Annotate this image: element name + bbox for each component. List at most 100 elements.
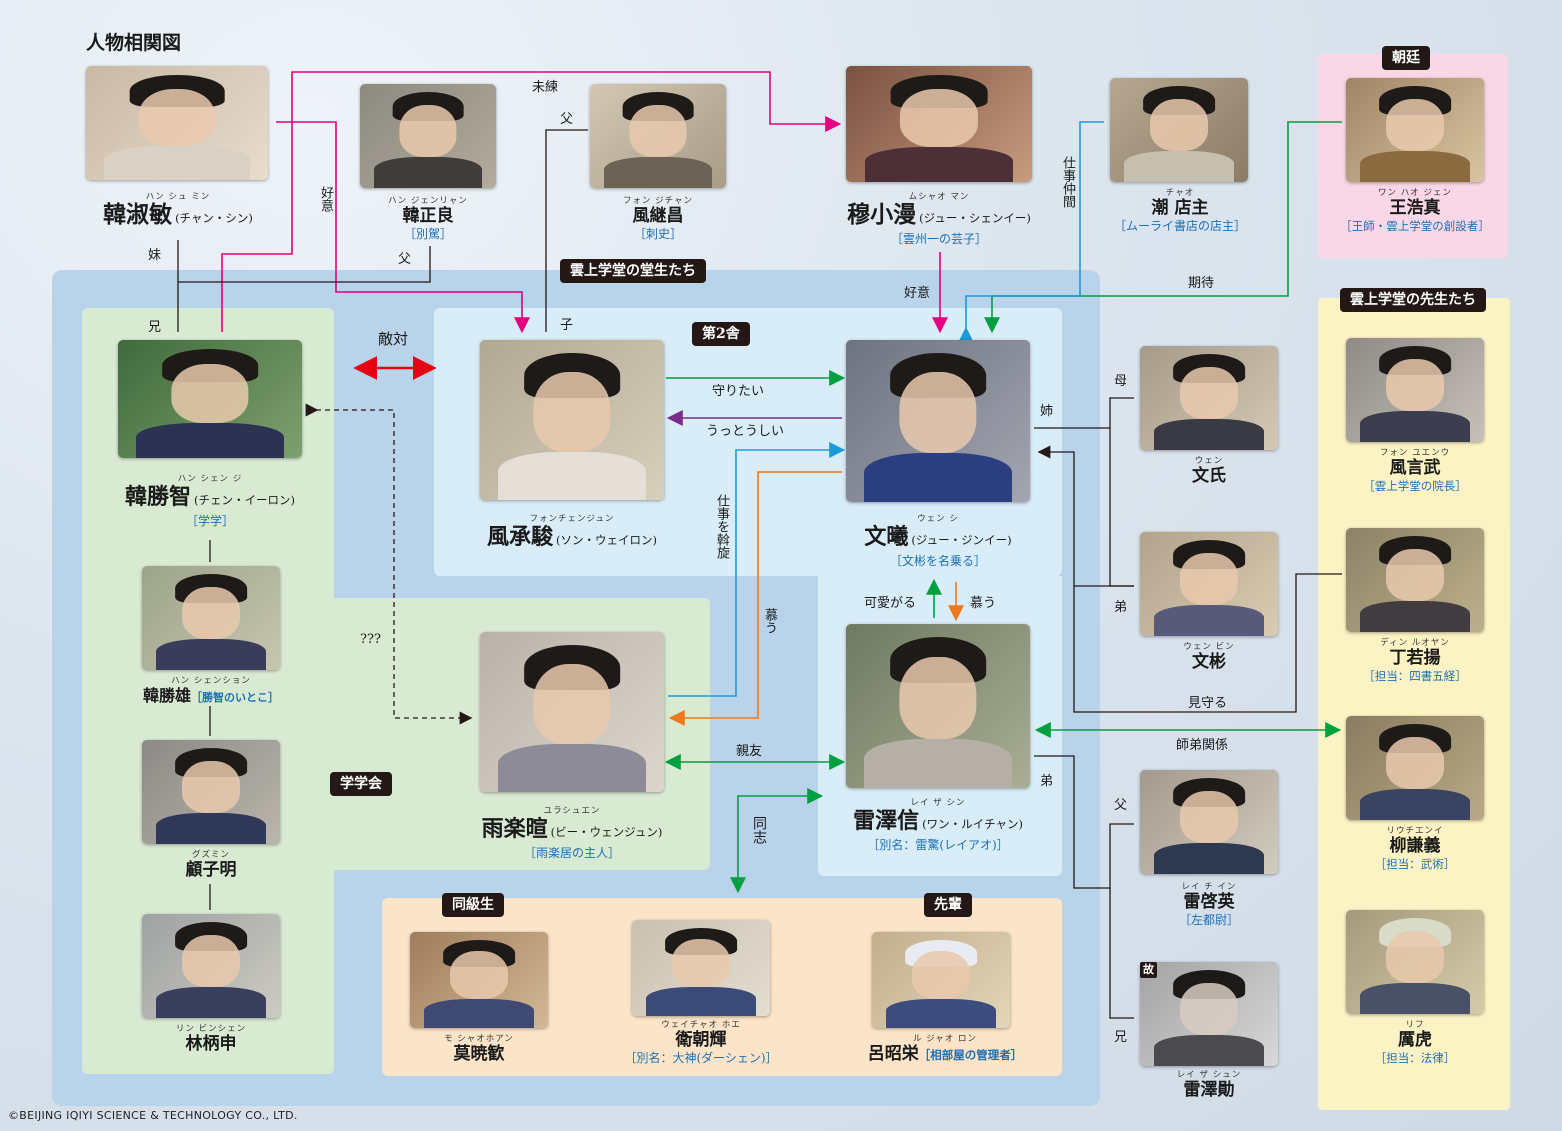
classmates-group-label: 同級生 — [442, 893, 504, 917]
ruby: リウチエンイ — [1386, 826, 1444, 836]
portrait-wen-shi — [1140, 346, 1278, 450]
ruby: ウェイチャオ ホエ — [661, 1020, 741, 1030]
portrait-wen-xi — [846, 340, 1030, 502]
deceased-mark: 故 — [1140, 962, 1157, 978]
ruby: ハン シェンション — [171, 676, 251, 686]
portrait-mo-xiaohuan — [410, 932, 548, 1028]
character-name: 柳謙義 — [1389, 836, 1441, 856]
rel-son: 子 — [560, 318, 574, 333]
line-fengchengjun-muxiaoman — [221, 71, 842, 332]
portrait-han-shengxiong — [142, 566, 280, 670]
character-name: 呂昭栄 — [867, 1044, 919, 1064]
line-father-hanzhengliang — [178, 246, 431, 283]
name-ding-ruoyang: ディン ルオヤン 丁若揚 ［担当：四書五経］ — [1330, 638, 1500, 684]
character-name: 韓正良 — [402, 206, 454, 226]
portrait-li-hu — [1346, 910, 1484, 1014]
name-lei-zexun: レイ ザ シュン 雷澤勛 — [1140, 1070, 1278, 1100]
ruby: リン ビンシェン — [175, 1024, 247, 1034]
character-name: 文氏 — [1192, 466, 1226, 486]
actor-name: (ジュー・シェンイー) — [919, 211, 1031, 225]
portrait-han-zhengliang — [360, 84, 496, 188]
rel-father: 父 — [398, 252, 412, 267]
name-lei-qiying: レイ チ イン 雷啓英 ［左都尉］ — [1140, 882, 1278, 928]
rel-rival: 敵対 — [378, 330, 409, 348]
copyright: ©BEIJING IQIYI SCIENCE & TECHNOLOGY CO.,… — [8, 1109, 298, 1122]
rel-elder-brother2: 兄 — [1114, 1030, 1128, 1045]
students-group-label: 雲上学堂の堂生たち — [560, 259, 706, 283]
character-name: 文彬 — [1192, 652, 1226, 672]
role: ［ムーライ書店の店主］ — [1113, 219, 1246, 233]
name-feng-jichang: フォン ジチャン 風継昌 ［刺史］ — [590, 196, 726, 242]
name-wen-xi: ウェン シ 文曦(ジュー・ジンイー) ［文彬を名乗る］ — [828, 514, 1048, 569]
portrait-lei-qiying — [1140, 770, 1278, 874]
line-expect — [984, 121, 1342, 334]
rel-watch: 見守る — [1188, 696, 1228, 711]
ruby: チャオ — [1165, 188, 1195, 198]
ruby: レイ ザ シュン — [1176, 1070, 1242, 1080]
name-wang-haozhen: ワン ハオ ジェン 王浩真 ［王師・雲上学堂の創設者］ — [1322, 188, 1508, 234]
character-name: 潮 店主 — [1151, 198, 1209, 218]
character-name: 林柄申 — [185, 1034, 237, 1054]
role: ［担当：武術］ — [1374, 857, 1456, 871]
name-han-shumin: ハン シュ ミン 韓淑敏(チャン・シン) — [78, 192, 278, 231]
portrait-mu-xiaoman — [846, 66, 1032, 182]
court-group-label: 朝廷 — [1382, 46, 1430, 70]
character-name: 雷澤信 — [853, 808, 920, 834]
actor-name: (ソン・ウェイロン) — [556, 533, 657, 547]
ruby: フォンチェンジュン — [529, 514, 615, 524]
ruby: ムシャオ マン — [908, 192, 970, 202]
character-name: 韓勝雄 — [142, 686, 191, 705]
rel-best-friend: 親友 — [736, 744, 763, 759]
rel-unknown: ??? — [360, 632, 381, 647]
line-watch — [1073, 573, 1342, 713]
actor-name: (ワン・ルイチャン) — [922, 817, 1023, 831]
portrait-feng-chengjun — [480, 340, 664, 500]
rel-work-partner: 仕事仲間 — [1060, 156, 1075, 208]
line-wenxi-wenbin — [1109, 428, 1134, 587]
name-li-hu: リフ 厲虎 ［担当：法律］ — [1330, 1020, 1500, 1066]
portrait-han-shumin — [86, 66, 268, 180]
character-name: 文曦 — [864, 524, 909, 550]
line-mediate — [668, 442, 846, 697]
line-adore-yu — [668, 471, 842, 726]
portrait-liu-qianyi — [1346, 716, 1484, 820]
ruby: モ シャオホアン — [444, 1034, 514, 1044]
ruby: ハン シュ ミン — [145, 192, 211, 202]
gakugakukai-group-label: 学学会 — [330, 772, 392, 796]
character-name: 雨楽暄 — [481, 816, 548, 842]
role: ［別駕］ — [403, 227, 452, 241]
portrait-yu-lexuan — [480, 632, 664, 792]
character-name: 丁若揚 — [1389, 648, 1441, 668]
portrait-lin-bingshen — [142, 914, 280, 1018]
role: ［雲上学堂の院長］ — [1363, 479, 1467, 493]
actor-name: (ジュー・ジンイー) — [911, 533, 1012, 547]
actor-name: (チャン・シン) — [175, 211, 253, 225]
role: ［担当：法律］ — [1374, 1051, 1456, 1065]
portrait-wang-haozhen — [1346, 78, 1484, 182]
rel-younger-brother2: 弟 — [1040, 774, 1054, 789]
role: ［左都尉］ — [1178, 913, 1239, 927]
rel-sister: 妹 — [148, 248, 162, 263]
role: ［勝智のいとこ］ — [191, 691, 279, 704]
role: ［担当：四書五経］ — [1363, 669, 1467, 683]
character-name: 雷澤勛 — [1183, 1080, 1235, 1100]
character-name: 穆小漫 — [847, 201, 917, 228]
actor-name: (チェン・イーロン) — [194, 493, 295, 507]
character-name: 衛朝輝 — [675, 1030, 727, 1050]
rel-affection2: 好意 — [904, 286, 931, 301]
role: ［文彬を名乗る］ — [889, 554, 986, 568]
ruby: ハン ジェンリャン — [388, 196, 468, 206]
character-name: 厲虎 — [1398, 1030, 1432, 1050]
portrait-gu-ziming — [142, 740, 280, 844]
character-name: 風承駿 — [487, 524, 554, 550]
ruby: ウェン — [1194, 456, 1224, 466]
name-feng-yanwu: フォン ユエンウ 風言武 ［雲上学堂の院長］ — [1330, 448, 1500, 494]
name-wei-chaohui: ウェイチャオ ホエ 衛朝輝 ［別名：大神(ダーシェン)］ — [602, 1020, 800, 1066]
portrait-ding-ruoyang — [1346, 528, 1484, 632]
actor-name: (ビー・ウェンジュン) — [550, 825, 663, 839]
line-affection-hanshumin-fengchengjun — [276, 121, 530, 334]
role: ［雲州一の芸子］ — [890, 232, 987, 246]
rel-mediate: 仕事を斡旋 — [714, 494, 729, 559]
